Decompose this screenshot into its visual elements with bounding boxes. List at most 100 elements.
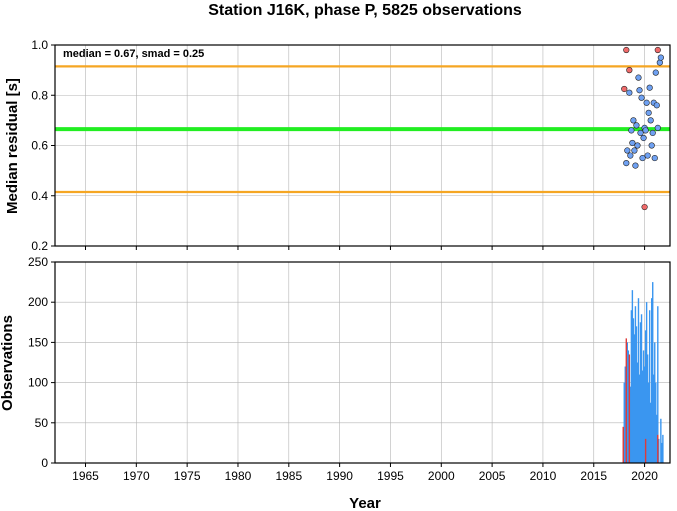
- median-smad-annotation: median = 0.67, smad = 0.25: [63, 48, 204, 60]
- x-tick-label: 2000: [428, 469, 455, 483]
- residual-point: [644, 152, 651, 159]
- residual-point: [647, 117, 654, 124]
- residual-point: [651, 154, 658, 162]
- observations-y-axis-title: Observations: [0, 315, 16, 411]
- residual-point: [654, 124, 661, 132]
- residual-point: [645, 109, 652, 116]
- observation-bar: [642, 350, 645, 463]
- residual-point: [629, 139, 636, 147]
- residual-point: [633, 122, 640, 129]
- residual-point: [649, 129, 656, 137]
- y-tick-label: 50: [35, 416, 49, 430]
- residual-point: [638, 94, 645, 101]
- x-tick-label: 1980: [225, 469, 252, 483]
- observation-bar: [643, 366, 646, 463]
- observation-bar: [631, 290, 634, 463]
- residual-point: [626, 89, 633, 96]
- x-tick-label: 2015: [580, 469, 607, 483]
- residual-point: [640, 134, 647, 142]
- x-tick-label: 2005: [479, 469, 506, 483]
- observations-y-ticks: 0 50 100 150 200 250: [28, 255, 55, 470]
- observation-bar: [638, 374, 641, 463]
- residual-point: [636, 87, 643, 94]
- observation-bar: [626, 342, 629, 463]
- observation-bar: [649, 402, 652, 463]
- outlier-observation-bar: [622, 426, 624, 463]
- observation-bar: [636, 362, 639, 463]
- residual-point: [656, 59, 663, 66]
- residual-panel: 0.20.40.60.81.0 median = 0.67, smad = 0.…: [4, 38, 671, 253]
- reference-lines: [55, 65, 670, 194]
- observation-bar: [637, 298, 640, 463]
- residual-point: [643, 99, 650, 106]
- residual-point: [648, 142, 655, 149]
- observation-bar: [634, 306, 637, 463]
- y-tick-label: 0.2: [31, 239, 48, 253]
- residual-point: [627, 152, 634, 159]
- observation-bar: [623, 382, 625, 463]
- residual-point: [628, 127, 635, 134]
- observation-bar: [655, 382, 657, 463]
- observation-bar: [652, 282, 654, 463]
- observation-bar: [624, 366, 626, 463]
- observation-bar: [646, 354, 649, 463]
- x-tick-label: 2010: [530, 469, 557, 483]
- x-tick-label: 1970: [123, 469, 150, 483]
- observation-bar: [662, 434, 664, 463]
- y-tick-label: 200: [28, 295, 48, 309]
- residual-point: [634, 142, 641, 149]
- observation-bar: [660, 418, 662, 463]
- residual-point: [657, 54, 664, 61]
- y-tick-label: 0: [41, 456, 48, 470]
- outlier-point: [626, 67, 633, 74]
- observation-bar: [629, 386, 632, 463]
- observation-bar: [661, 442, 663, 463]
- residual-point: [642, 127, 649, 134]
- residual-point: [653, 102, 660, 109]
- observation-bar: [647, 382, 650, 463]
- outlier-observation-bar: [644, 438, 647, 463]
- observation-bar: [633, 334, 636, 463]
- observation-bar: [632, 318, 635, 463]
- residual-point: [637, 129, 644, 137]
- observation-bars: [622, 282, 664, 463]
- residual-point: [630, 117, 637, 124]
- y-tick-label: 1.0: [31, 38, 48, 52]
- observation-bar: [654, 342, 656, 463]
- residual-point: [646, 84, 653, 91]
- observation-bar: [639, 322, 642, 463]
- y-tick-label: 250: [28, 255, 48, 269]
- y-tick-label: 0.4: [31, 189, 48, 203]
- outlier-observation-bar: [625, 338, 627, 463]
- y-tick-label: 0.8: [31, 88, 48, 102]
- bottom-grid: [55, 261, 670, 464]
- outlier-point: [641, 203, 648, 211]
- y-tick-label: 100: [28, 376, 48, 390]
- residual-point: [623, 159, 630, 167]
- outlier-point: [623, 46, 630, 54]
- observation-bar: [645, 302, 648, 463]
- observation-bar: [651, 298, 653, 463]
- residual-point: [632, 162, 639, 169]
- residual-y-ticks: 0.20.40.60.81.0: [31, 38, 55, 253]
- residual-point: [624, 147, 631, 154]
- x-axis-title: Year: [349, 495, 381, 511]
- x-tick-label: 1990: [326, 469, 353, 483]
- top-grid: [55, 44, 670, 247]
- residual-y-axis-title: Median residual [s]: [4, 78, 21, 214]
- residual-point: [631, 147, 638, 154]
- observation-bar: [648, 310, 651, 463]
- observation-bar: [630, 310, 633, 463]
- observation-bar: [627, 350, 630, 463]
- observation-bar: [653, 374, 655, 463]
- observation-bar: [641, 370, 644, 463]
- observation-bar: [656, 414, 658, 463]
- observation-bar: [644, 330, 647, 463]
- y-tick-label: 150: [28, 335, 48, 349]
- outlier-observation-bar: [628, 354, 631, 463]
- observation-bar: [658, 438, 660, 463]
- x-tick-label: 1985: [275, 469, 302, 483]
